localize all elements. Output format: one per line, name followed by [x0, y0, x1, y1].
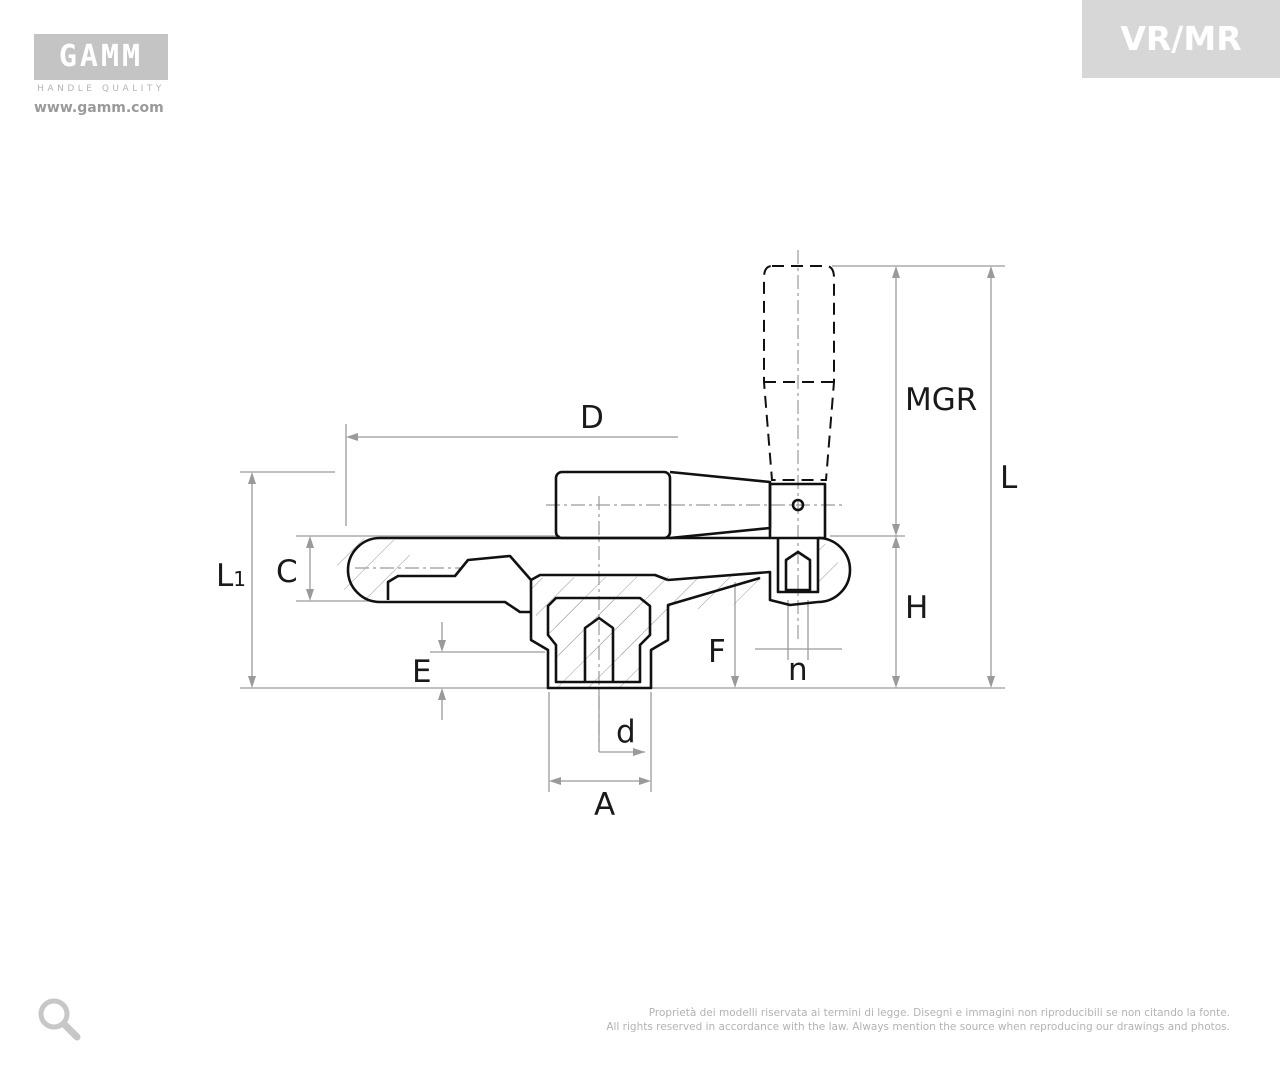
dim-label-A: A — [594, 787, 615, 823]
dim-label-d: d — [616, 714, 636, 750]
folding-handle-phantom — [763, 265, 835, 481]
website-url[interactable]: www.gamm.com — [34, 100, 164, 116]
brand-logo[interactable]: GAMM HANDLE QUALITY www.gamm.com — [34, 34, 174, 116]
dim-label-n: n — [788, 652, 808, 688]
handwheel-outline — [346, 470, 852, 690]
magnifier-icon[interactable] — [36, 996, 82, 1042]
dim-label-F: F — [708, 634, 726, 670]
dim-label-C: C — [276, 554, 298, 590]
copyright-line-en: All rights reserved in accordance with t… — [606, 1021, 1230, 1033]
logo-wordmark: GAMM — [34, 34, 168, 80]
logo-tagline: HANDLE QUALITY — [37, 84, 165, 94]
dim-label-L1: L1 — [216, 558, 246, 594]
dim-label-H: H — [905, 590, 928, 626]
dim-label-MGR: MGR — [905, 382, 977, 418]
copyright-notice: Proprietà dei modelli riservata ai termi… — [606, 1006, 1230, 1034]
dimension-arrows — [248, 266, 995, 785]
dim-label-L: L — [1000, 460, 1018, 496]
dim-label-E: E — [412, 654, 432, 690]
product-code-badge: VR/MR — [1082, 0, 1280, 78]
copyright-line-it: Proprietà dei modelli riservata ai termi… — [648, 1007, 1230, 1019]
dim-label-D: D — [580, 400, 604, 436]
